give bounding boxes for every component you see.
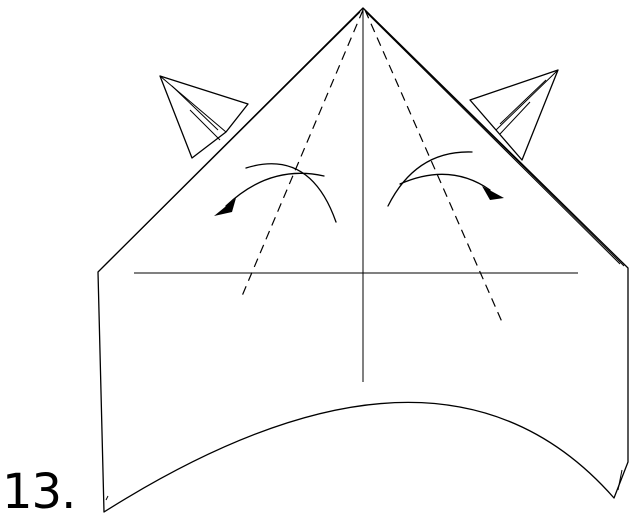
step-number: 13.: [2, 464, 76, 520]
right-valley-fold-line: [364, 9, 503, 323]
left-fold-arrow: [214, 163, 337, 223]
right-fold-arrow: [387, 151, 504, 207]
crease-lines: [134, 8, 578, 382]
left-ear-flap: [159, 75, 249, 159]
left-valley-fold-line: [241, 9, 364, 297]
right-ear-flap: [469, 69, 559, 161]
valley-fold-lines: [241, 9, 503, 323]
